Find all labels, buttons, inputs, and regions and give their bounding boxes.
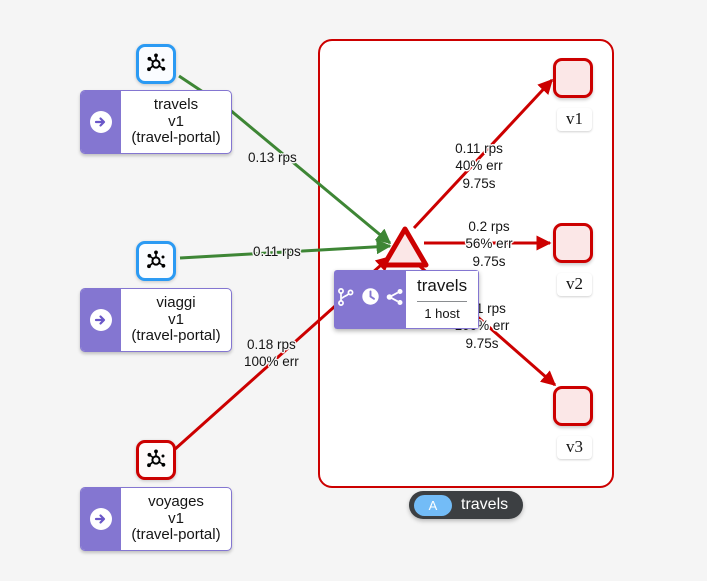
- workload-version: v1: [168, 310, 184, 328]
- workload-namespace: (travel-portal): [131, 327, 221, 345]
- edge-err: 40% err: [455, 158, 503, 174]
- edge-label-service-to-v1: 0.11 rps 40% err 9.75s: [445, 140, 513, 192]
- workload-label-viaggi: viaggi v1 (travel-portal): [121, 289, 231, 351]
- tooltip-divider: [417, 300, 468, 302]
- workload-name: voyages: [148, 492, 204, 510]
- service-topology-icon: [147, 53, 166, 72]
- edge-err: 100% err: [244, 354, 299, 370]
- workload-name: travels: [153, 95, 199, 113]
- workload-node-travels[interactable]: travels v1 (travel-portal): [80, 90, 232, 154]
- version-node-v1[interactable]: [553, 58, 593, 98]
- workload-node-viaggi[interactable]: viaggi v1 (travel-portal): [80, 288, 232, 352]
- edge-label-voyages-to-service: 0.18 rps 100% err: [244, 336, 299, 371]
- arrow-right-circle-icon: [90, 111, 112, 133]
- service-icon-voyages[interactable]: [136, 440, 176, 480]
- workload-label-travels: travels v1 (travel-portal): [121, 91, 231, 153]
- tooltip-subtitle: 1 host: [424, 305, 460, 321]
- edge-rps: 0.11 rps: [455, 141, 503, 156]
- version-label-v1: v1: [557, 108, 592, 131]
- arrow-right-circle-icon: [90, 508, 112, 530]
- edge-latency: 9.75s: [465, 335, 499, 351]
- edge-rps: 0.18 rps: [247, 337, 296, 352]
- edge-label-viaggi-to-service: 0.11 rps: [253, 243, 301, 260]
- edge-label-service-to-v2: 0.2 rps 56% err 9.75s: [455, 218, 523, 270]
- graph-legend-badge[interactable]: A travels: [409, 491, 524, 519]
- arrow-right-circle-icon: [90, 309, 112, 331]
- tooltip-icon-group: [334, 270, 406, 329]
- workload-node-voyages[interactable]: voyages v1 (travel-portal): [80, 487, 232, 551]
- service-icon-viaggi[interactable]: [136, 241, 176, 281]
- share-nodes-icon[interactable]: [385, 287, 405, 312]
- edge-rps: 0.11 rps: [253, 244, 301, 259]
- service-topology-icon: [147, 449, 166, 468]
- edge-rps: 0.2 rps: [468, 219, 510, 234]
- workload-badge-voyages: [81, 488, 121, 550]
- git-branch-icon[interactable]: [336, 287, 356, 312]
- edge-latency: 9.75s: [472, 253, 506, 269]
- workload-version: v1: [168, 112, 184, 130]
- edge-label-travels-to-service: 0.13 rps: [248, 149, 297, 166]
- version-label-v3: v3: [557, 436, 592, 459]
- edge-latency: 9.75s: [462, 175, 496, 191]
- triangle-shape: [381, 226, 429, 268]
- version-node-v3[interactable]: [553, 386, 593, 426]
- workload-namespace: (travel-portal): [131, 129, 221, 147]
- clock-icon[interactable]: [360, 286, 381, 312]
- workload-badge-viaggi: [81, 289, 121, 351]
- edge-err: 56% err: [465, 236, 513, 252]
- edge-rps: 0.13 rps: [248, 150, 297, 165]
- version-label-v2: v2: [557, 273, 592, 296]
- tooltip-content: travels 1 host: [406, 270, 480, 329]
- tooltip-title: travels: [417, 276, 468, 295]
- workload-version: v1: [168, 509, 184, 527]
- node-tooltip[interactable]: travels 1 host: [334, 270, 480, 329]
- legend-pill-app: A: [414, 494, 452, 516]
- service-topology-icon: [147, 250, 166, 269]
- version-node-v2[interactable]: [553, 223, 593, 263]
- workload-name: viaggi: [156, 293, 196, 311]
- legend-label: travels: [461, 496, 509, 513]
- workload-badge-travels: [81, 91, 121, 153]
- workload-label-voyages: voyages v1 (travel-portal): [121, 488, 231, 550]
- workload-namespace: (travel-portal): [131, 526, 221, 544]
- service-node-travels[interactable]: [381, 225, 429, 269]
- service-icon-travels[interactable]: [136, 44, 176, 84]
